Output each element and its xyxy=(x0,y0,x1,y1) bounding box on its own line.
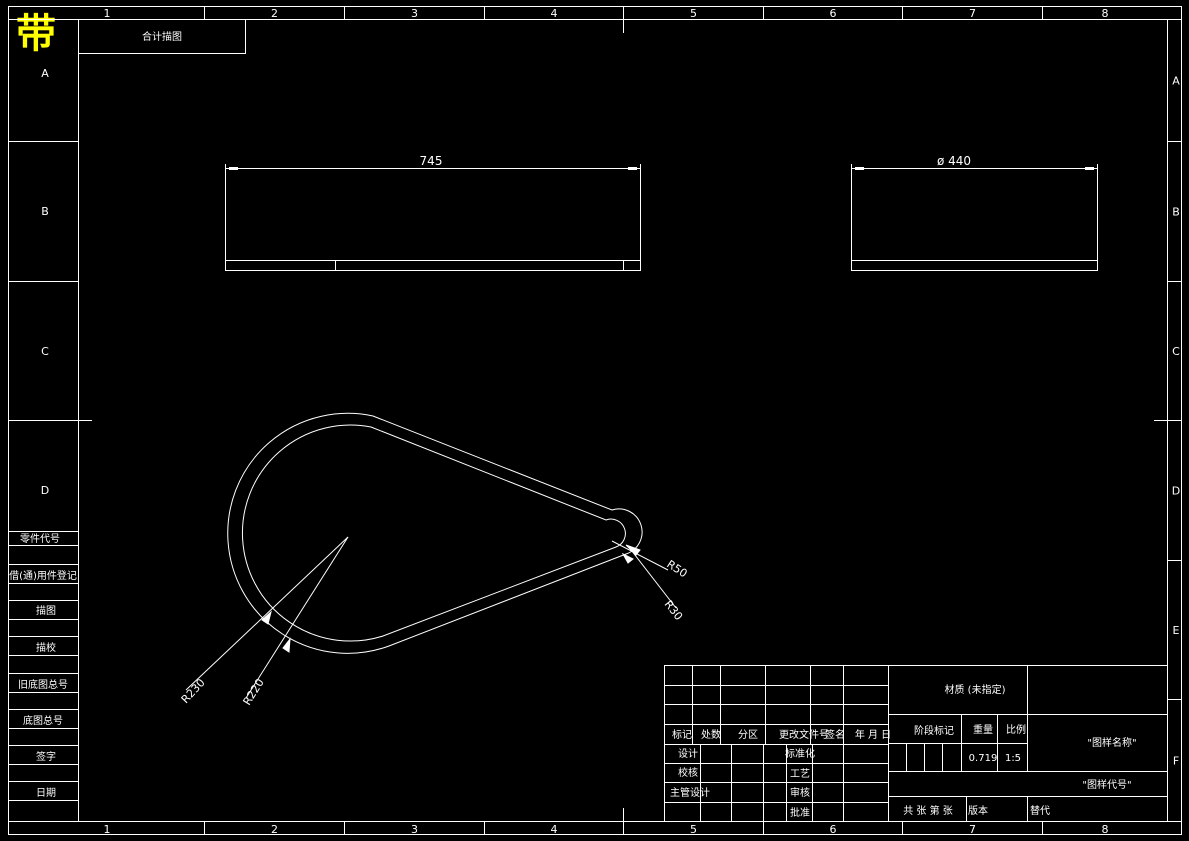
strip-date: 日期 xyxy=(36,787,56,799)
strip-borrow-register: 借(通)用件登记 xyxy=(9,569,77,582)
zone-row-label-right: B xyxy=(1172,206,1180,219)
rev-header-doc: 更改文件号 xyxy=(779,728,829,741)
outer-frame xyxy=(8,6,1182,835)
label-r50: R50 xyxy=(664,558,689,581)
zone-row-label-right: F xyxy=(1173,755,1179,768)
strip-old-base-number: 旧底图总号 xyxy=(18,678,68,691)
zone-row-ticks xyxy=(8,141,1182,700)
zone-col-label-top: 7 xyxy=(969,7,976,20)
tb-review: 审核 xyxy=(790,786,810,799)
label-r230: R230 xyxy=(179,676,208,706)
drawing-title-text: 合计描图 xyxy=(142,30,182,43)
tb-standardize: 标准化 xyxy=(785,747,815,760)
tb-weight-value: 0.719 xyxy=(969,753,998,764)
zone-col-label-top: 2 xyxy=(271,7,278,20)
tb-approve: 批准 xyxy=(790,806,810,819)
zone-row-label-right: A xyxy=(1172,75,1180,88)
title-block xyxy=(664,665,1168,822)
title-block-texts: 标记 处数 分区 更改文件号 签名 年 月 日 设计 标准化 校核 工艺 主管设… xyxy=(670,683,1137,819)
tb-design: 设计 xyxy=(678,747,698,760)
zone-col-label-bottom: 8 xyxy=(1102,823,1109,836)
zone-row-label-right: D xyxy=(1172,485,1180,498)
zone-col-label-top: 4 xyxy=(551,7,558,20)
tb-stage-mark: 阶段标记 xyxy=(914,724,954,737)
zone-col-label-bottom: 1 xyxy=(104,823,111,836)
zone-col-label-bottom: 5 xyxy=(690,823,697,836)
zone-col-label-top: 1 xyxy=(104,7,111,20)
teardrop-inner-outline xyxy=(241,424,626,642)
label-r220: R220 xyxy=(241,676,267,707)
tb-version: 版本 xyxy=(968,804,988,817)
rev-header-count: 处数 xyxy=(701,728,721,741)
strip-part-code: 零件代号 xyxy=(20,533,60,545)
zone-row-labels-left: A B C D xyxy=(41,67,49,497)
strip-trace: 描图 xyxy=(36,604,56,617)
rev-header-date: 年 月 日 xyxy=(855,728,891,741)
zone-column-labels-top: 1 2 3 4 5 6 7 8 xyxy=(104,7,1109,20)
rev-header-zone: 分区 xyxy=(738,729,758,741)
left-strip xyxy=(8,531,79,801)
zone-col-label-top: 6 xyxy=(830,7,837,20)
strip-trace-check: 描校 xyxy=(36,641,56,654)
zone-col-label-bottom: 2 xyxy=(271,823,278,836)
tb-process: 工艺 xyxy=(790,768,810,780)
zone-col-label-bottom: 6 xyxy=(830,823,837,836)
zone-column-ticks xyxy=(204,6,1043,835)
zone-row-label-right: E xyxy=(1173,624,1180,637)
leader-r50 xyxy=(611,540,669,571)
zone-row-label-right: C xyxy=(1172,345,1180,358)
rev-header-sign: 签名 xyxy=(825,728,845,741)
strip-signature: 签字 xyxy=(36,750,56,763)
zone-col-label-bottom: 4 xyxy=(551,823,558,836)
teardrop-plan-view xyxy=(185,412,677,699)
drawing-title-box: 合计描图 xyxy=(78,19,246,54)
teardrop-outer-outline xyxy=(227,412,643,654)
zone-column-labels-bottom: 1 2 3 4 5 6 7 8 xyxy=(104,823,1109,836)
zone-row-label-left: A xyxy=(41,67,49,80)
leader-r230 xyxy=(185,536,349,691)
tb-sheets: 共 张 第 张 xyxy=(903,804,953,817)
tb-material: 材质 (未指定) xyxy=(945,683,1006,696)
tb-scale-label: 比例 xyxy=(1006,723,1026,736)
leader-r30 xyxy=(627,545,677,609)
tb-check: 校核 xyxy=(678,766,698,779)
zone-col-label-top: 8 xyxy=(1102,7,1109,20)
zone-row-label-left: D xyxy=(41,484,49,497)
tb-chief-design: 主管设计 xyxy=(670,786,710,799)
tb-drawing-number: "图样代号" xyxy=(1082,778,1131,791)
tb-scale-value: 1:5 xyxy=(1005,753,1021,764)
side-view-diameter xyxy=(851,164,1098,271)
dimension-diameter: ø 440 xyxy=(937,154,971,168)
tb-drawing-name: "图样名称" xyxy=(1087,736,1136,749)
tb-replace: 替代 xyxy=(1030,804,1050,817)
zone-col-label-top: 5 xyxy=(690,7,697,20)
zone-row-label-left: B xyxy=(41,205,49,218)
strip-base-number: 底图总号 xyxy=(23,714,63,727)
logo-glyph: 带 xyxy=(16,11,56,57)
zone-col-label-bottom: 7 xyxy=(969,823,976,836)
rev-header-mark: 标记 xyxy=(672,729,692,741)
label-r30: R30 xyxy=(662,598,686,623)
zone-row-labels-right: A B C D E F xyxy=(1172,75,1180,768)
zone-row-label-left: C xyxy=(41,345,49,358)
zone-col-label-bottom: 3 xyxy=(411,823,418,836)
dimension-length: 745 xyxy=(420,154,443,168)
tb-weight-label: 重量 xyxy=(973,723,993,736)
zone-col-label-top: 3 xyxy=(411,7,418,20)
side-view-length xyxy=(225,164,641,271)
leader-r220 xyxy=(245,536,349,699)
